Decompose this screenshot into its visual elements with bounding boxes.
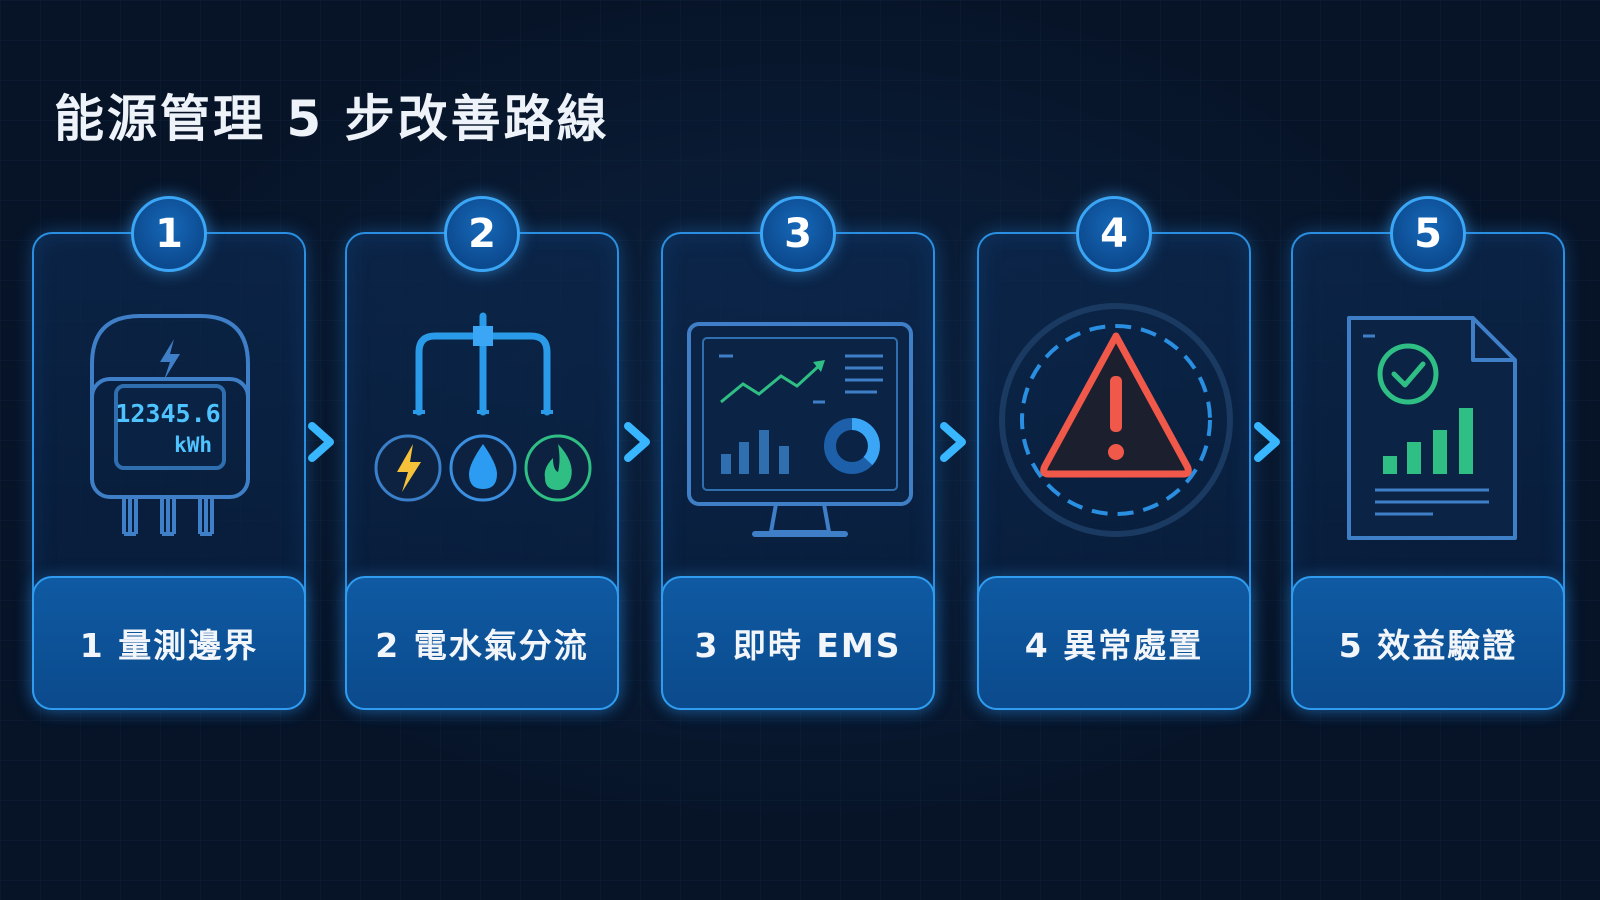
step-label-2: 2 電水氣分流 <box>375 626 589 665</box>
step-card-3: 3 3 即時 EMS <box>661 196 935 710</box>
step-label-box-5: 5 效益驗證 <box>1291 576 1565 710</box>
step-label-3: 3 即時 EMS <box>694 626 902 665</box>
step-label-1: 1 量測邊界 <box>79 626 259 665</box>
step-label-box-4: 4 異常處置 <box>977 576 1251 710</box>
electric-meter-icon: 12345.6 kWh <box>90 314 250 536</box>
step-card-2: 2 2 電水氣分流 <box>345 196 619 710</box>
chevron-right-icon <box>624 422 650 462</box>
meter-unit: kWh <box>174 433 212 457</box>
step-label-5: 5 效益驗證 <box>1338 626 1518 665</box>
verified-report-icon <box>1347 316 1517 540</box>
step-badge-3: 3 <box>760 196 836 272</box>
step-number-5: 5 <box>1414 211 1442 257</box>
chevron-right-icon <box>1254 422 1280 462</box>
step-card-1: 1 12345.6 kWh 1 量測邊界 <box>32 196 306 710</box>
step-card-4: 4 4 異常處置 <box>977 196 1251 710</box>
chevron-right-icon <box>940 422 966 462</box>
step-badge-4: 4 <box>1076 196 1152 272</box>
chevron-right-icon <box>308 422 334 462</box>
step-number-3: 3 <box>784 211 812 257</box>
page-title: 能源管理 5 步改善路線 <box>54 90 610 148</box>
step-card-5: 5 5 效益驗證 <box>1291 196 1565 710</box>
step-number-1: 1 <box>155 211 183 257</box>
step-number-4: 4 <box>1100 211 1128 257</box>
step-label-4: 4 異常處置 <box>1024 626 1204 665</box>
ems-dashboard-icon <box>687 322 913 537</box>
step-badge-1: 1 <box>131 196 207 272</box>
step-label-box-3: 3 即時 EMS <box>661 576 935 710</box>
utility-split-icon <box>374 312 592 502</box>
step-label-box-1: 1 量測邊界 <box>32 576 306 710</box>
step-badge-5: 5 <box>1390 196 1466 272</box>
warning-icon <box>999 303 1233 537</box>
meter-value: 12345.6 <box>115 399 220 428</box>
step-label-box-2: 2 電水氣分流 <box>345 576 619 710</box>
step-badge-2: 2 <box>444 196 520 272</box>
step-number-2: 2 <box>468 211 496 257</box>
